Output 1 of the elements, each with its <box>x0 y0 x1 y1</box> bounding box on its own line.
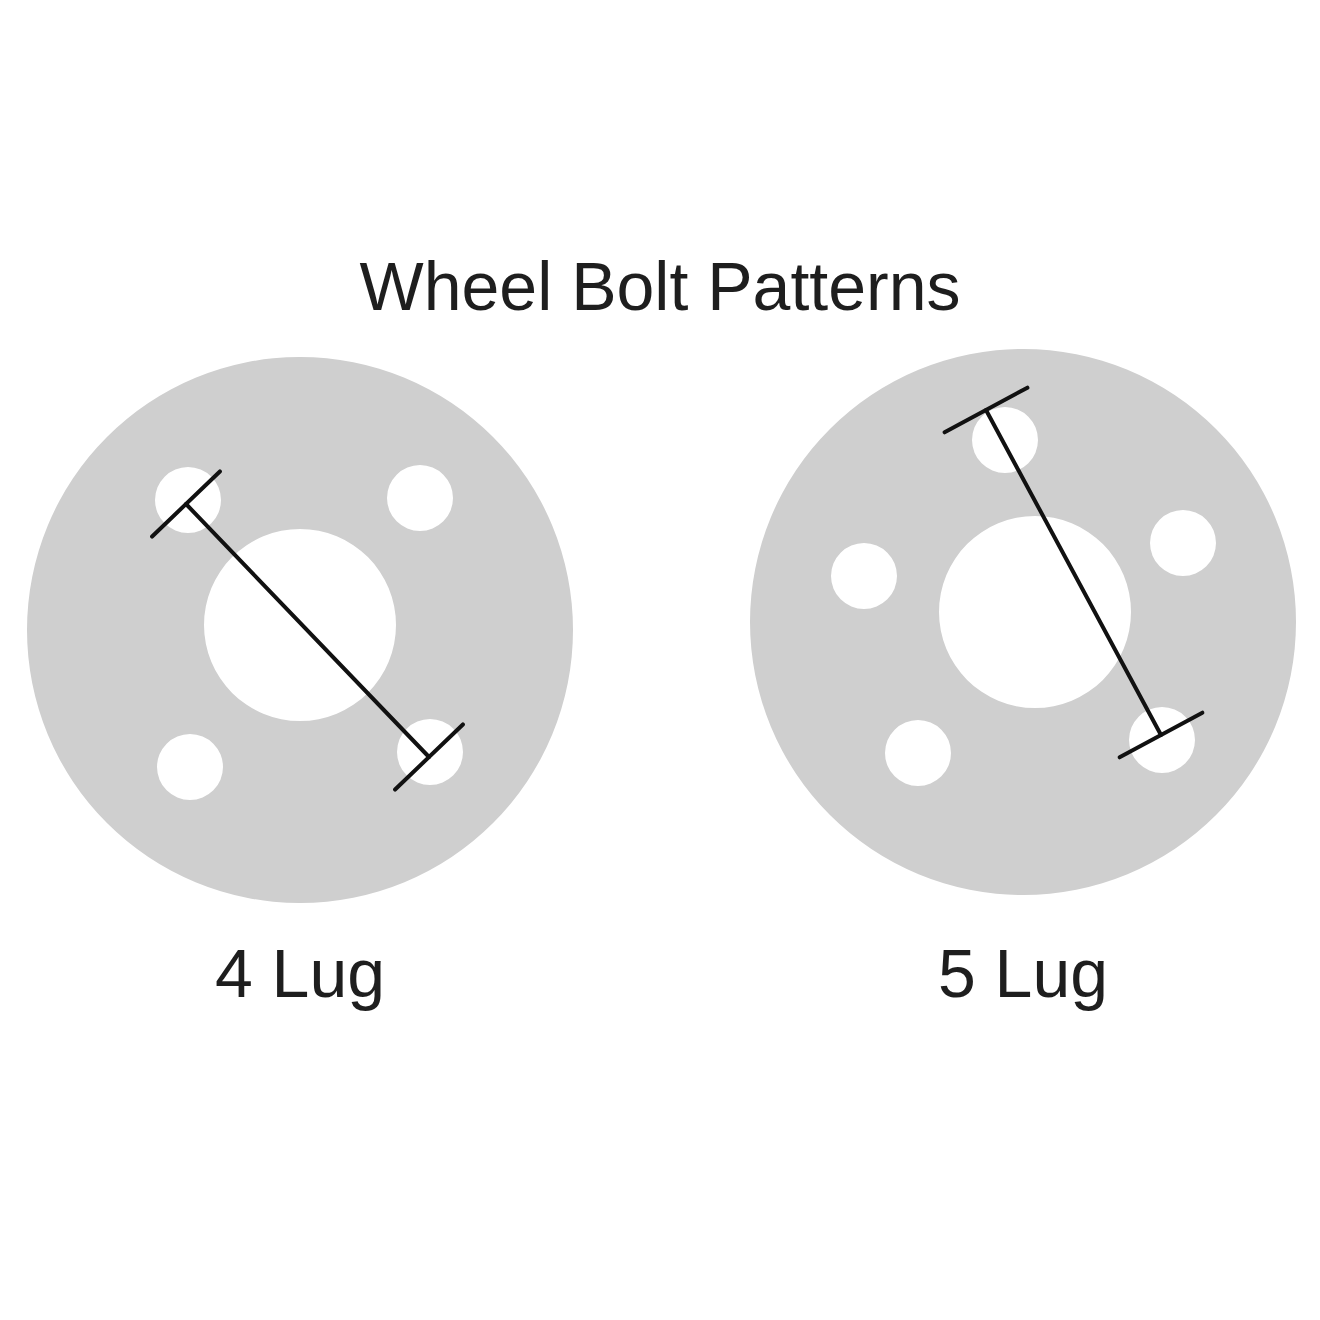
diagram-title: Wheel Bolt Patterns <box>359 252 961 320</box>
